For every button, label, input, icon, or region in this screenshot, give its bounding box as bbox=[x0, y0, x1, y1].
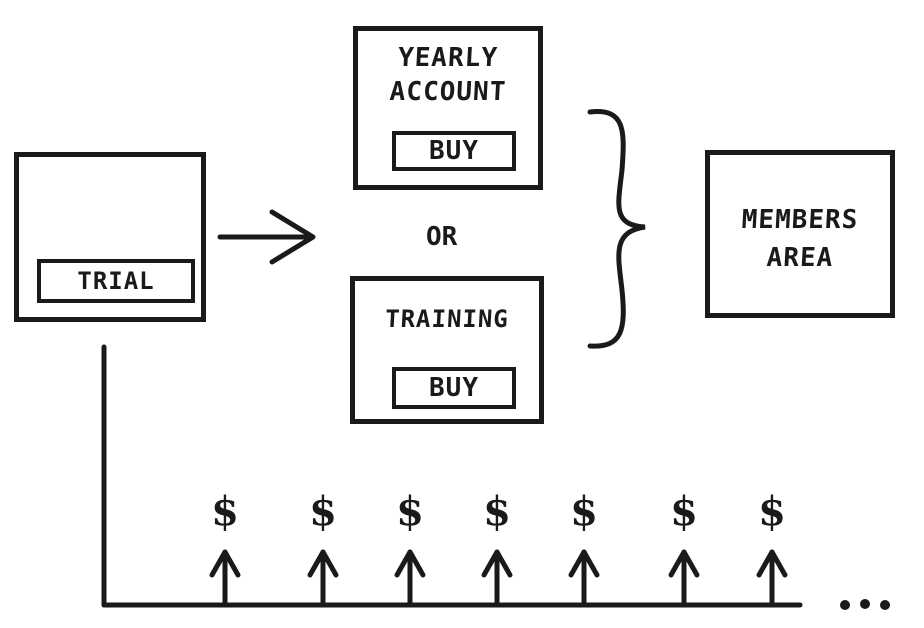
dollar-sign: $ bbox=[483, 488, 511, 535]
training-title: TRAINING bbox=[384, 305, 510, 333]
up-arrow-icon bbox=[481, 549, 513, 608]
yearly-buy-button[interactable]: BUY bbox=[392, 131, 516, 171]
or-separator: OR bbox=[426, 222, 458, 252]
dollar-sign: $ bbox=[309, 488, 337, 535]
trial-button-label: TRIAL bbox=[77, 267, 155, 295]
yearly-title-line1: YEARLY bbox=[397, 43, 499, 73]
up-arrow-icon bbox=[756, 549, 788, 608]
dollar-sign: $ bbox=[670, 488, 698, 535]
trial-button[interactable]: TRIAL bbox=[37, 259, 195, 303]
arrow-right-icon bbox=[217, 209, 316, 265]
trial-box: TRIAL bbox=[14, 152, 206, 322]
dollar-sign: $ bbox=[758, 488, 786, 535]
up-arrow-icon bbox=[394, 549, 426, 608]
up-arrow-icon bbox=[307, 549, 339, 608]
members-line2: AREA bbox=[765, 243, 835, 273]
yearly-account-box: YEARLY ACCOUNT BUY bbox=[353, 26, 543, 190]
members-line1: MEMBERS bbox=[740, 205, 860, 235]
training-buy-button[interactable]: BUY bbox=[392, 367, 516, 409]
up-arrow-icon bbox=[568, 549, 600, 608]
dollar-sign: $ bbox=[396, 488, 424, 535]
up-arrow-icon bbox=[209, 549, 241, 608]
up-arrow-icon bbox=[668, 549, 700, 608]
curly-brace bbox=[587, 109, 646, 349]
members-area-box[interactable]: MEMBERS AREA bbox=[705, 150, 895, 318]
ellipsis-dots bbox=[840, 599, 890, 610]
yearly-buy-label: BUY bbox=[429, 136, 479, 166]
training-box: TRAINING BUY bbox=[350, 276, 544, 424]
dollar-sign: $ bbox=[570, 488, 598, 535]
yearly-title-line2: ACCOUNT bbox=[388, 77, 508, 107]
dollar-sign: $ bbox=[211, 488, 239, 535]
training-buy-label: BUY bbox=[429, 373, 479, 403]
